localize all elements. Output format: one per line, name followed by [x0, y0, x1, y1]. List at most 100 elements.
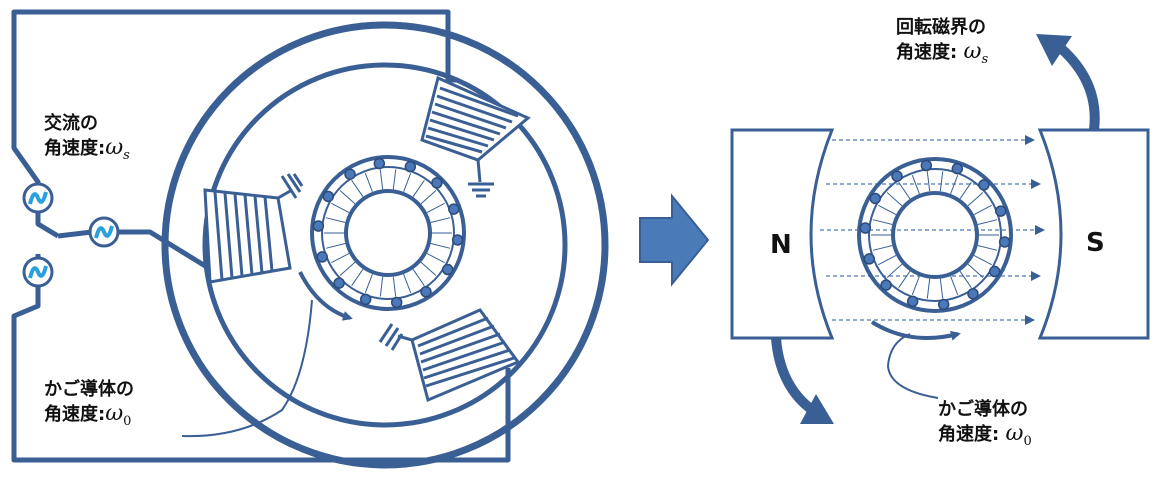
ground-icon	[468, 182, 494, 198]
rotor-spoke	[950, 275, 959, 296]
cage-conductor	[344, 168, 356, 180]
rotor-spoke	[886, 192, 903, 207]
rotor-spoke	[878, 255, 897, 266]
rotor-spoke	[898, 270, 911, 288]
rotor-spoke	[426, 253, 445, 264]
rotor-spoke	[967, 192, 984, 207]
rotor-spoke	[339, 261, 356, 276]
rotor-spoke	[973, 255, 992, 266]
cage-conductor	[988, 265, 1001, 278]
cage-conductor	[906, 295, 919, 308]
rotor-spoke	[325, 243, 346, 249]
coil-bottom-right	[397, 308, 521, 403]
arrowhead	[1036, 34, 1072, 66]
leader-line	[886, 333, 939, 399]
rotation-arrow-icon	[1052, 40, 1100, 131]
rotor-spoke	[872, 245, 893, 251]
rotor-spoke	[403, 172, 412, 193]
rotor-spoke	[364, 273, 373, 294]
rotor-spoke	[430, 217, 451, 223]
rotor-spoke	[911, 174, 920, 195]
rotor-spoke	[420, 190, 437, 205]
rotor-spoke	[959, 182, 972, 200]
cage-angular-velocity-label-left: かご導体の 角速度:ω0	[44, 379, 134, 429]
rotation-arrow-icon	[298, 271, 353, 321]
rotor-outer-ring	[310, 155, 466, 311]
rotor-right	[857, 157, 1013, 313]
cage-conductor	[891, 170, 903, 182]
rotation-arrow-icon	[870, 320, 961, 341]
cage-conductor	[373, 157, 386, 170]
rotor-spoke	[878, 204, 897, 215]
rotor-spoke	[351, 268, 364, 286]
rotor-spoke	[331, 202, 350, 213]
rotor-spoke	[911, 275, 920, 296]
ac-angular-velocity-label: 交流の 角速度:ωs	[44, 113, 130, 163]
cage-angular-velocity-label-right: かご導体の 角速度: ω0	[938, 399, 1032, 449]
cage-conductor	[995, 205, 1007, 217]
ground-icon	[280, 173, 304, 199]
cage-conductor	[998, 236, 1011, 248]
cage-conductor	[967, 288, 979, 300]
rotor-spoke	[898, 182, 911, 200]
north-pole-label: N	[770, 230, 792, 260]
rotor-cage-ring	[868, 168, 1002, 302]
rotor-spoke	[392, 169, 397, 190]
rotor-spoke	[950, 174, 959, 195]
rotor-spoke	[412, 180, 425, 198]
cage-conductor	[448, 203, 460, 215]
rotor-spoke	[872, 219, 893, 225]
rotor-spoke	[939, 278, 944, 299]
rotor-left	[310, 155, 466, 311]
leader-line	[181, 299, 313, 438]
cage-conductor	[937, 298, 950, 311]
rotor-spoke	[364, 172, 373, 193]
transition-arrow-icon	[639, 193, 710, 287]
cage-conductor	[322, 190, 335, 203]
rotor-spoke	[331, 253, 350, 264]
cage-conductor	[441, 263, 454, 276]
ac-source-icon	[88, 216, 120, 248]
ground-icon	[378, 323, 404, 351]
ac-source-icon	[22, 256, 54, 288]
rotor-spoke	[379, 169, 384, 190]
cage-conductor	[951, 162, 964, 175]
cage-conductor	[859, 222, 872, 234]
rotor-shaft	[344, 189, 432, 277]
stator	[161, 21, 609, 469]
rotor-spoke	[926, 171, 931, 192]
arrowhead	[800, 394, 834, 424]
cage-conductor	[312, 220, 325, 232]
cage-conductor	[451, 234, 464, 246]
rotor-spoke	[351, 180, 364, 198]
cage-conductor	[863, 253, 875, 265]
coil-top-right	[420, 75, 531, 183]
rotor-spoke	[973, 204, 992, 215]
rotor-spoke	[339, 190, 356, 205]
rotor-spoke	[939, 171, 944, 192]
cage-conductor	[333, 277, 345, 289]
rotor-spoke	[430, 243, 451, 249]
rotor-spoke	[412, 268, 425, 286]
cage-conductor	[316, 251, 328, 263]
south-pole-label: S	[1086, 228, 1105, 258]
south-pole	[1037, 128, 1150, 340]
rotor-spoke	[426, 202, 445, 213]
coil-left	[203, 188, 293, 284]
rotor-outer-ring	[857, 157, 1013, 313]
cage-conductor	[880, 279, 892, 291]
ac-source-icon	[22, 182, 54, 214]
rotor-spoke	[379, 276, 384, 297]
rotating-field-angular-velocity-label: 回転磁界の 角速度: ωs	[896, 17, 989, 67]
rotor-shaft	[891, 191, 979, 279]
cage-conductor	[431, 177, 443, 189]
rotor-spoke	[959, 270, 972, 288]
cage-conductor	[390, 296, 403, 309]
cage-conductor	[978, 179, 990, 191]
rotor-spoke	[325, 217, 346, 223]
rotor-spoke	[926, 278, 931, 299]
rotor-spoke	[977, 245, 998, 251]
cage-conductor	[420, 286, 432, 298]
rotor-spoke	[977, 219, 998, 225]
